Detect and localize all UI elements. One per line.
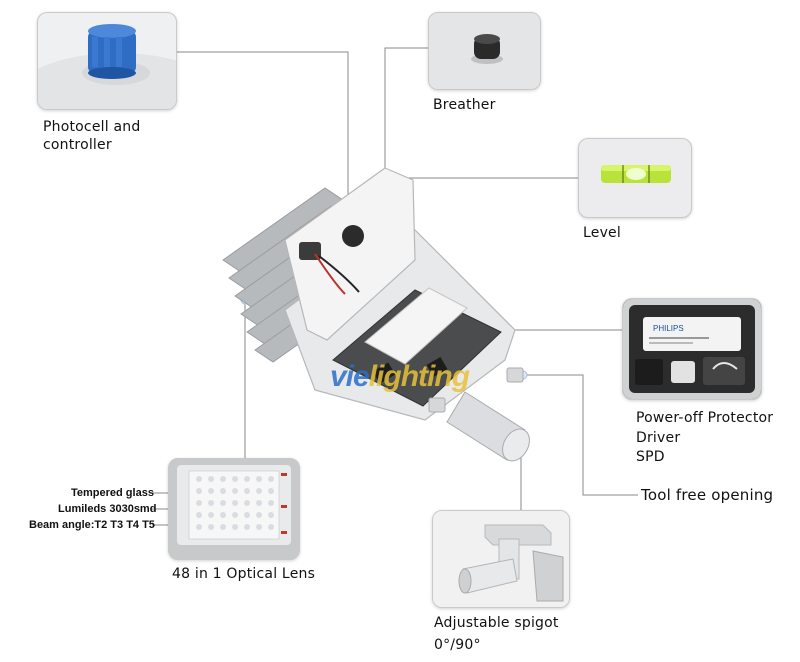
level-image	[578, 138, 692, 218]
brand-watermark: vielighting	[330, 360, 470, 393]
driver-image: PHILIPS	[622, 298, 762, 400]
tempered-label: Tempered glass	[71, 487, 154, 499]
breather-image	[428, 12, 541, 90]
photocell-label-line2: controller	[43, 137, 112, 153]
photocell-line	[176, 51, 349, 240]
driver-icon: PHILIPS	[623, 299, 761, 399]
power-label-line1: Power-off Protector	[636, 410, 774, 426]
svg-text:PHILIPS: PHILIPS	[653, 324, 684, 333]
tool-free-line	[523, 374, 638, 496]
lens-label: 48 in 1 Optical Lens	[172, 566, 316, 582]
level-icon	[601, 165, 671, 183]
tool-free-label: Tool free opening	[641, 486, 774, 504]
lumileds-label: Lumileds 3030smd	[58, 503, 157, 515]
spigot-icon	[433, 511, 569, 607]
power-label-line3: SPD	[636, 449, 665, 465]
lens-image	[168, 458, 300, 560]
breather-label: Breather	[433, 97, 496, 113]
photocell-icon	[38, 24, 176, 109]
spigot-image	[432, 510, 570, 608]
power-label-line2: Driver	[636, 430, 681, 446]
lens-icon	[169, 459, 299, 559]
beam-label: Beam angle:T2 T3 T4 T5	[29, 519, 155, 531]
streetlight-icon	[222, 167, 530, 462]
spigot-label-line2: 0°/90°	[434, 637, 481, 653]
level-label: Level	[583, 225, 621, 241]
photocell-image	[37, 12, 177, 110]
breather-line	[384, 47, 430, 215]
photocell-label-line1: Photocell and	[43, 119, 141, 135]
breather-icon	[429, 13, 540, 89]
spigot-label-line1: Adjustable spigot	[434, 615, 559, 631]
